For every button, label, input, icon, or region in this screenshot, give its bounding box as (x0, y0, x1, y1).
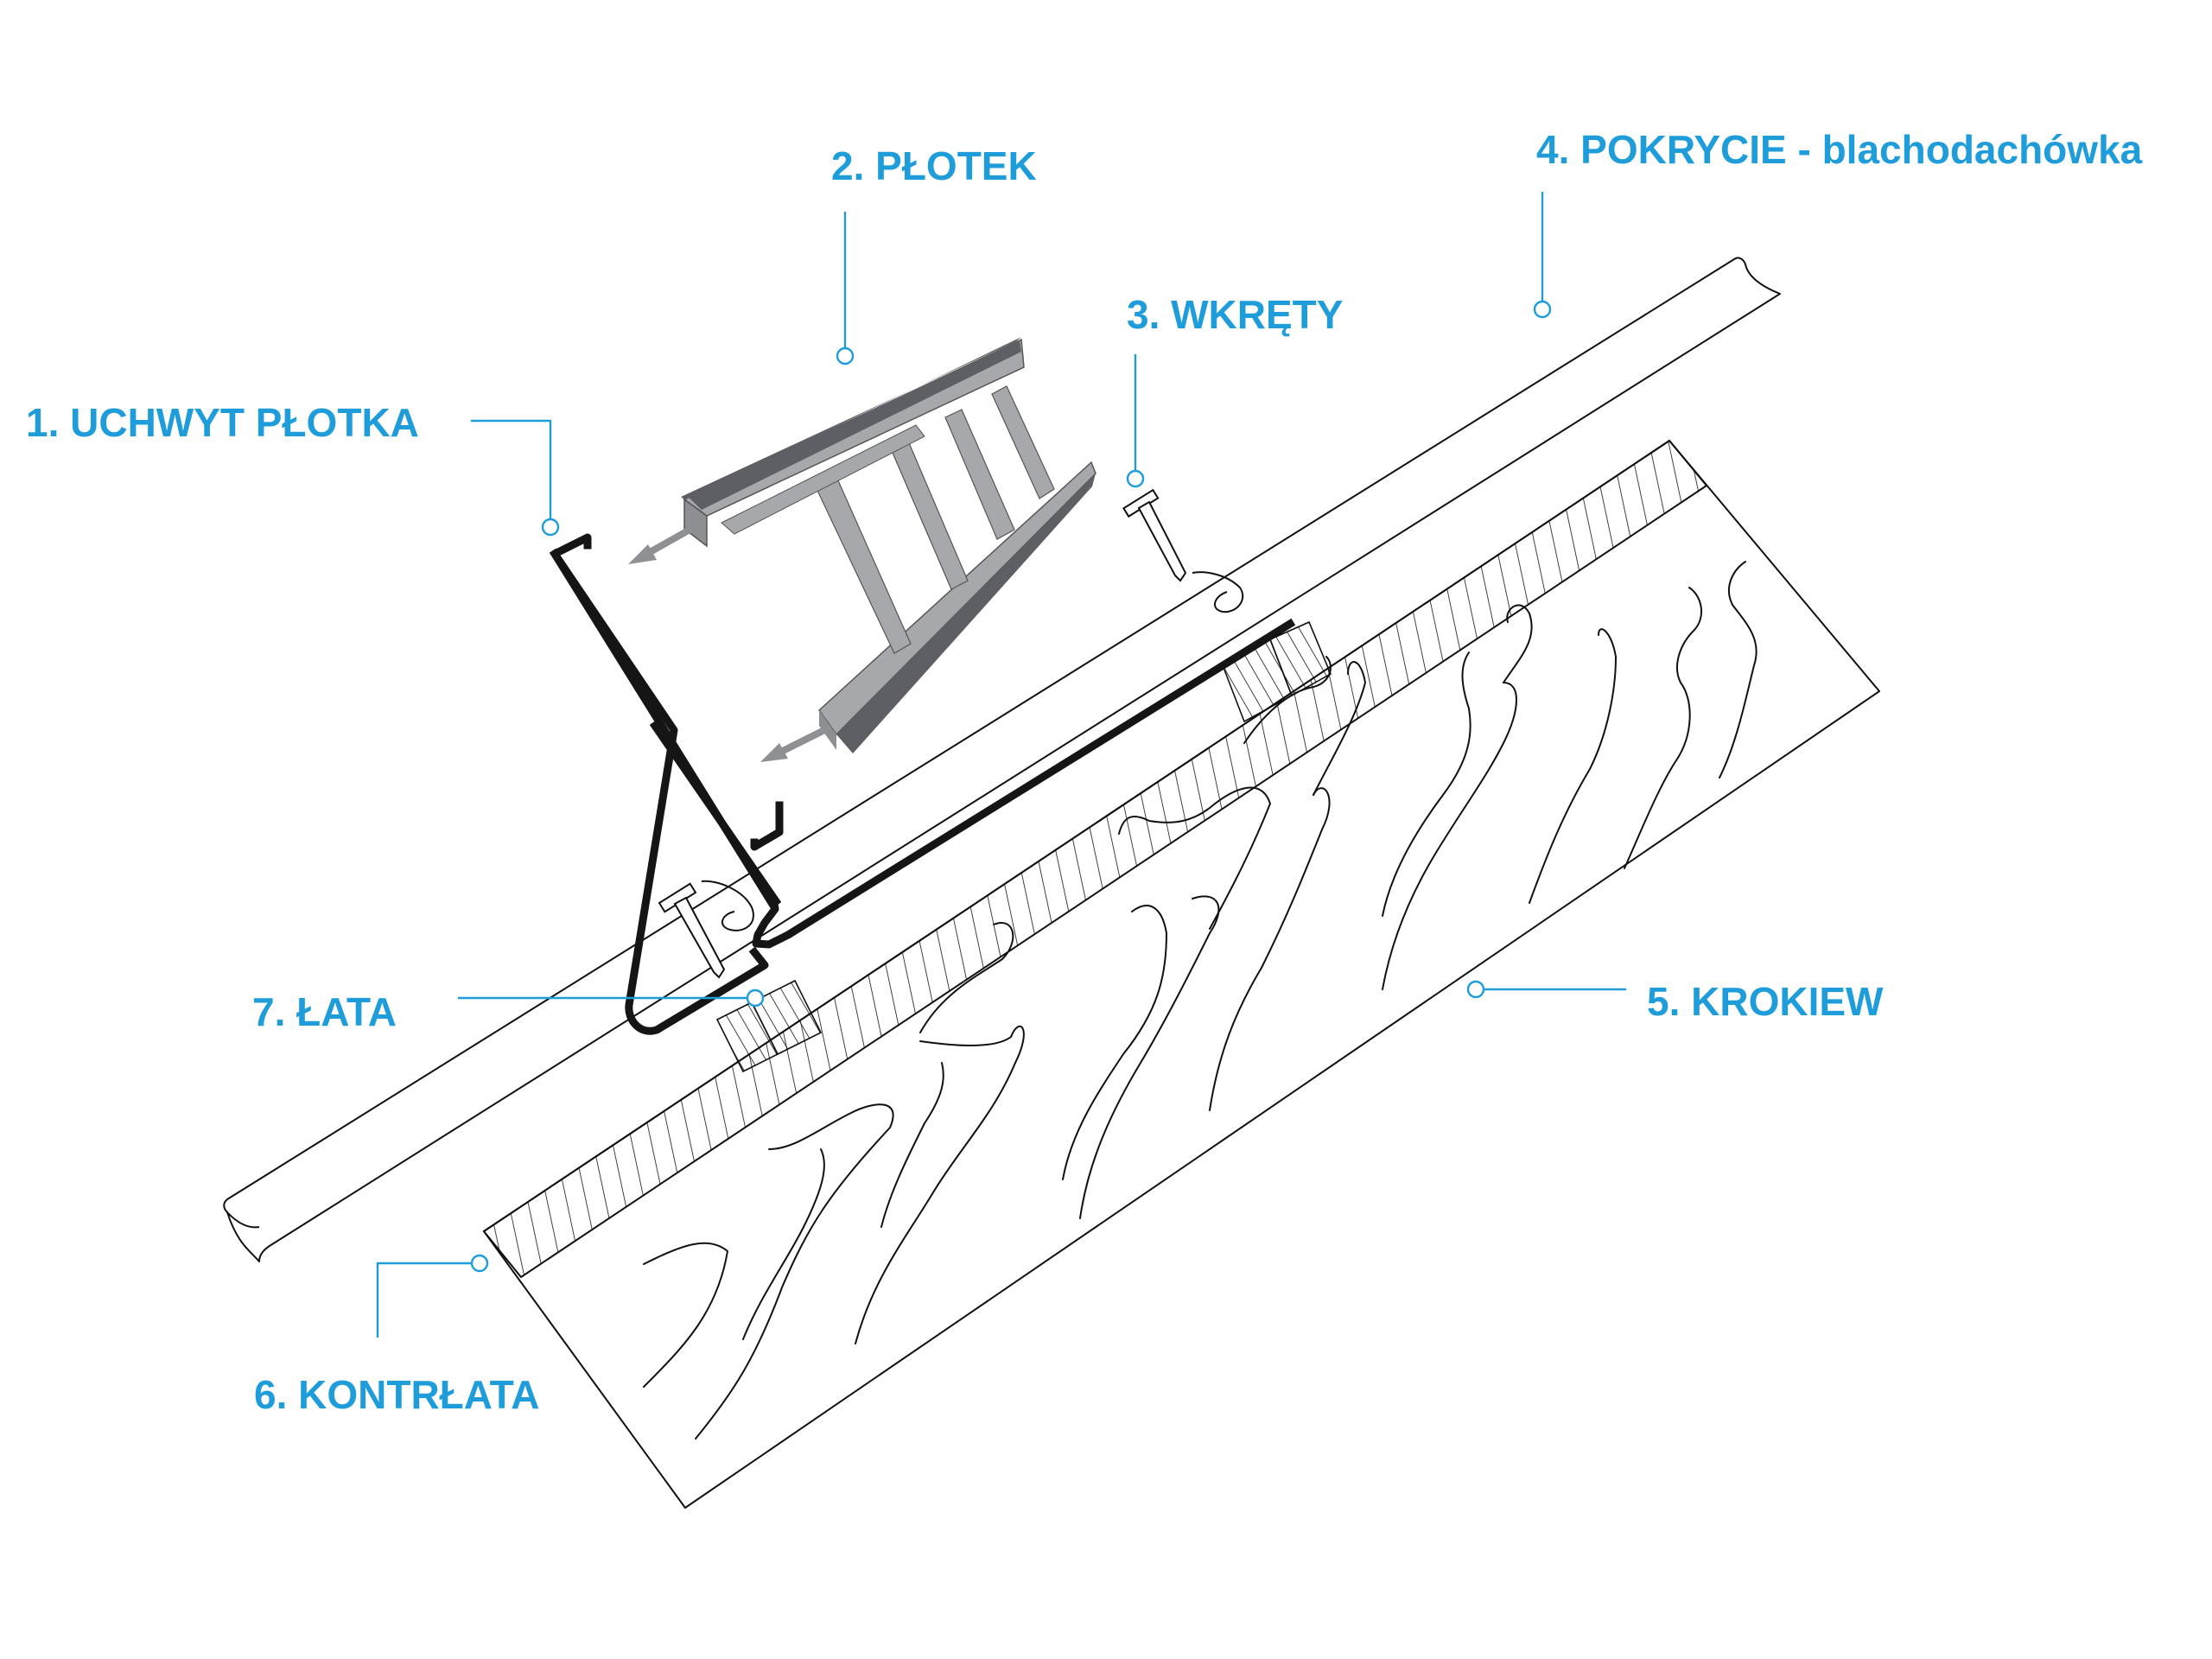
leader-7 (458, 988, 765, 1007)
counter-batten (482, 439, 1708, 1279)
fence-holder-bracket (549, 533, 1296, 1035)
label-pokrycie: 4. POKRYCIE - blachodachówka (1536, 127, 2143, 172)
rafter (483, 440, 1880, 1509)
leader-3 (1126, 354, 1145, 488)
leader-5 (1466, 980, 1626, 999)
label-kontrlata: 6. KONTRŁATA (254, 1372, 540, 1417)
batten-lower (715, 979, 823, 1073)
snow-fence (628, 337, 1096, 762)
batten-upper (1222, 620, 1332, 723)
label-krokiew: 5. KROKIEW (1647, 979, 1884, 1024)
label-plotek: 2. PŁOTEK (831, 143, 1037, 188)
leader-4 (1533, 192, 1552, 319)
sheet-fold-lower (701, 880, 754, 931)
screw-lower (658, 882, 726, 979)
label-lata: 7. ŁATA (252, 989, 397, 1034)
label-wkrety: 3. WKRĘTY (1127, 292, 1343, 337)
screw-upper (1122, 488, 1187, 582)
leader-6 (376, 1254, 489, 1338)
leader-1 (471, 419, 560, 537)
roof-covering-sheet (223, 257, 1781, 1262)
fence-arrow-upper (628, 525, 693, 564)
fence-arrow-lower (760, 724, 831, 762)
rafter-wood-grain (643, 561, 1758, 1440)
sheet-fold-upper (1192, 571, 1244, 613)
label-uchwyt-plotka: 1. UCHWYT PŁOTKA (26, 400, 419, 445)
leader-2 (836, 212, 855, 365)
